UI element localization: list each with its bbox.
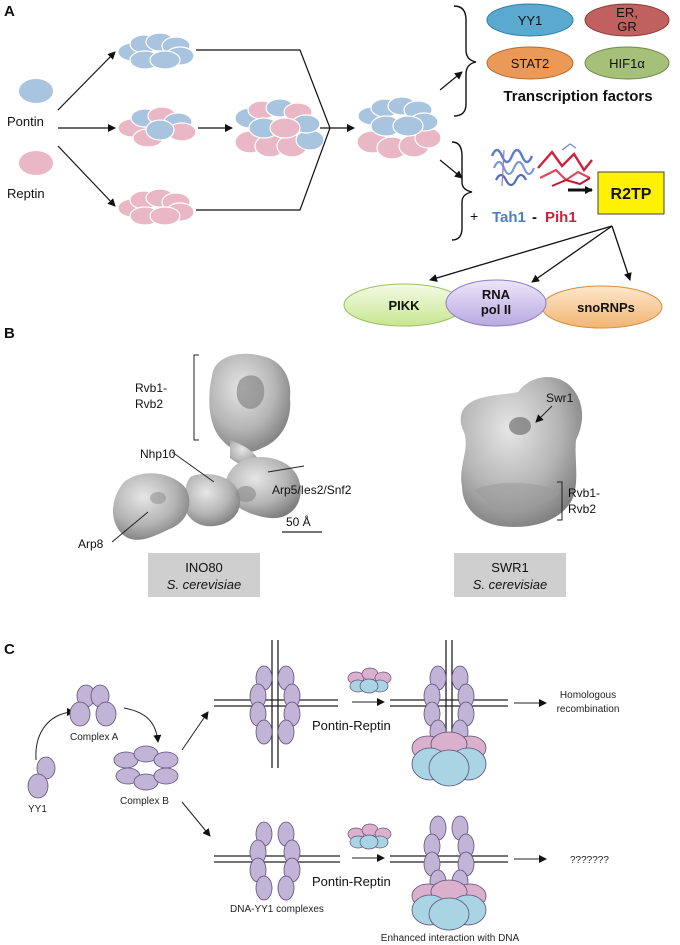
- panel-label-b: B: [4, 325, 15, 342]
- arrow-to-dna-yy1: [181, 801, 211, 837]
- rvb-label-2a: Rvb1-: [568, 486, 600, 500]
- tah1-label: Tah1: [492, 209, 526, 226]
- rnapol-oval: [445, 279, 547, 327]
- tf-brace: [453, 5, 477, 117]
- transcription-factors-label: Transcription factors: [503, 88, 652, 105]
- arrow-to-pikk: [429, 225, 613, 282]
- er-gr-oval: [584, 3, 670, 37]
- tah1-pih1-dash: -: [532, 209, 537, 226]
- complex-a-label: Complex A: [70, 732, 119, 743]
- pikk-label: PIKK: [388, 298, 420, 313]
- complex-a: [69, 684, 117, 727]
- rvb-label-1b: Rvb2: [135, 397, 163, 411]
- arp5-pointer: [267, 465, 305, 473]
- pih1-label: Pih1: [545, 209, 577, 226]
- homologous-label: Homologous: [560, 690, 616, 701]
- r2tp-brace: [451, 141, 473, 241]
- mixed-dodecamer: [234, 98, 325, 158]
- tah1-pih1-structure: [490, 143, 593, 187]
- pontin-reptin-icon-1: [347, 667, 392, 694]
- yy1-label: YY1: [28, 804, 47, 815]
- arrow-to-snornps: [611, 225, 632, 281]
- swr1-density-map: [460, 377, 583, 527]
- hif1a-oval: [584, 46, 670, 80]
- ino80-caption-box: [148, 553, 260, 597]
- yy1-tetramer-1: [249, 665, 301, 745]
- complex-b: [113, 745, 179, 791]
- yy1-label: YY1: [518, 13, 543, 28]
- stat2-label: STAT2: [511, 56, 550, 71]
- holliday-junction-1: [214, 640, 338, 768]
- dna-yy1-label: DNA-YY1 complexes: [230, 904, 324, 915]
- rvb-bracket-1: [193, 354, 199, 441]
- ino80-density-map: [112, 353, 301, 540]
- pontin-reptin-dodecamer: [356, 96, 442, 160]
- r2tp-label: R2TP: [611, 186, 652, 203]
- arrow-to-tf: [439, 71, 463, 91]
- dna-strand-2: [390, 855, 508, 863]
- pontin-reptin-bound-1: [411, 731, 487, 787]
- ino80-species: S. cerevisiae: [167, 577, 241, 592]
- rvb-bracket-2: [557, 481, 563, 521]
- hif1a-label: HIF1α: [609, 56, 645, 71]
- arrow-yy1-to-complex-a: [35, 708, 75, 761]
- swr1-pointer: [535, 405, 553, 423]
- panel-label-c: C: [4, 641, 15, 658]
- arp8-label: Arp8: [78, 537, 104, 551]
- plus-sign: +: [470, 208, 478, 224]
- yy1-tetramer-3: [249, 821, 301, 901]
- ino80-caption: INO80: [185, 560, 223, 575]
- complex-b-label: Complex B: [120, 796, 169, 807]
- arrow-to-holliday: [181, 711, 209, 751]
- swr1-label: Swr1: [546, 391, 574, 405]
- gr-label: GR: [617, 19, 637, 34]
- swr1-species: S. cerevisiae: [473, 577, 547, 592]
- pontin-reptin-icon-2: [347, 823, 392, 850]
- arrow-to-reptin-ring: [57, 145, 116, 207]
- pontin-label: Pontin: [7, 114, 44, 129]
- reptin-hexamer: [117, 188, 195, 226]
- reptin-label: Reptin: [7, 186, 45, 201]
- pontin-hexamer: [117, 32, 195, 70]
- pontin-reptin-label-1: Pontin-Reptin: [312, 718, 391, 733]
- snornps-label: snoRNPs: [577, 300, 635, 315]
- r2tp-box: [597, 171, 665, 215]
- arrow-to-pontin-ring: [57, 51, 116, 111]
- arrow-to-r2tp: [439, 159, 463, 179]
- arp8-pointer: [111, 511, 149, 543]
- stat2-oval: [486, 46, 574, 80]
- swr1-caption-box: [454, 553, 566, 597]
- nhp10-pointer: [171, 451, 215, 483]
- arrow-complex-a-to-b: [123, 707, 162, 743]
- enhanced-label: Enhanced interaction with DNA: [381, 933, 520, 944]
- converge-bottom-line: [196, 127, 331, 211]
- rvb-label-1a: Rvb1-: [135, 381, 167, 395]
- rnapol-label-2: pol II: [481, 302, 511, 317]
- scale-label: 50 Å: [286, 514, 311, 529]
- converge-top-line: [196, 49, 331, 129]
- er-label: ER,: [616, 5, 638, 20]
- panel-label-a: A: [4, 3, 15, 20]
- pontin-monomer: [19, 79, 53, 103]
- dna-strand-1: [214, 855, 340, 863]
- arrow-to-rnapol: [531, 225, 613, 283]
- mixed-hexamer: [117, 106, 197, 148]
- nhp10-label: Nhp10: [140, 447, 176, 461]
- recombination-label: recombination: [557, 704, 620, 715]
- rvb-label-2b: Rvb2: [568, 502, 596, 516]
- yy1-monomer: [27, 756, 56, 799]
- unknown-outcome: ???????: [570, 855, 609, 866]
- swr1-caption: SWR1: [491, 560, 529, 575]
- rnapol-label-1: RNA: [482, 287, 511, 302]
- pontin-reptin-bound-2: [411, 879, 487, 931]
- pontin-reptin-label-2: Pontin-Reptin: [312, 874, 391, 889]
- yy1-oval: [486, 3, 574, 37]
- reptin-monomer: [19, 151, 53, 175]
- arp5-label: Arp5/Ies2/Snf2: [272, 483, 352, 497]
